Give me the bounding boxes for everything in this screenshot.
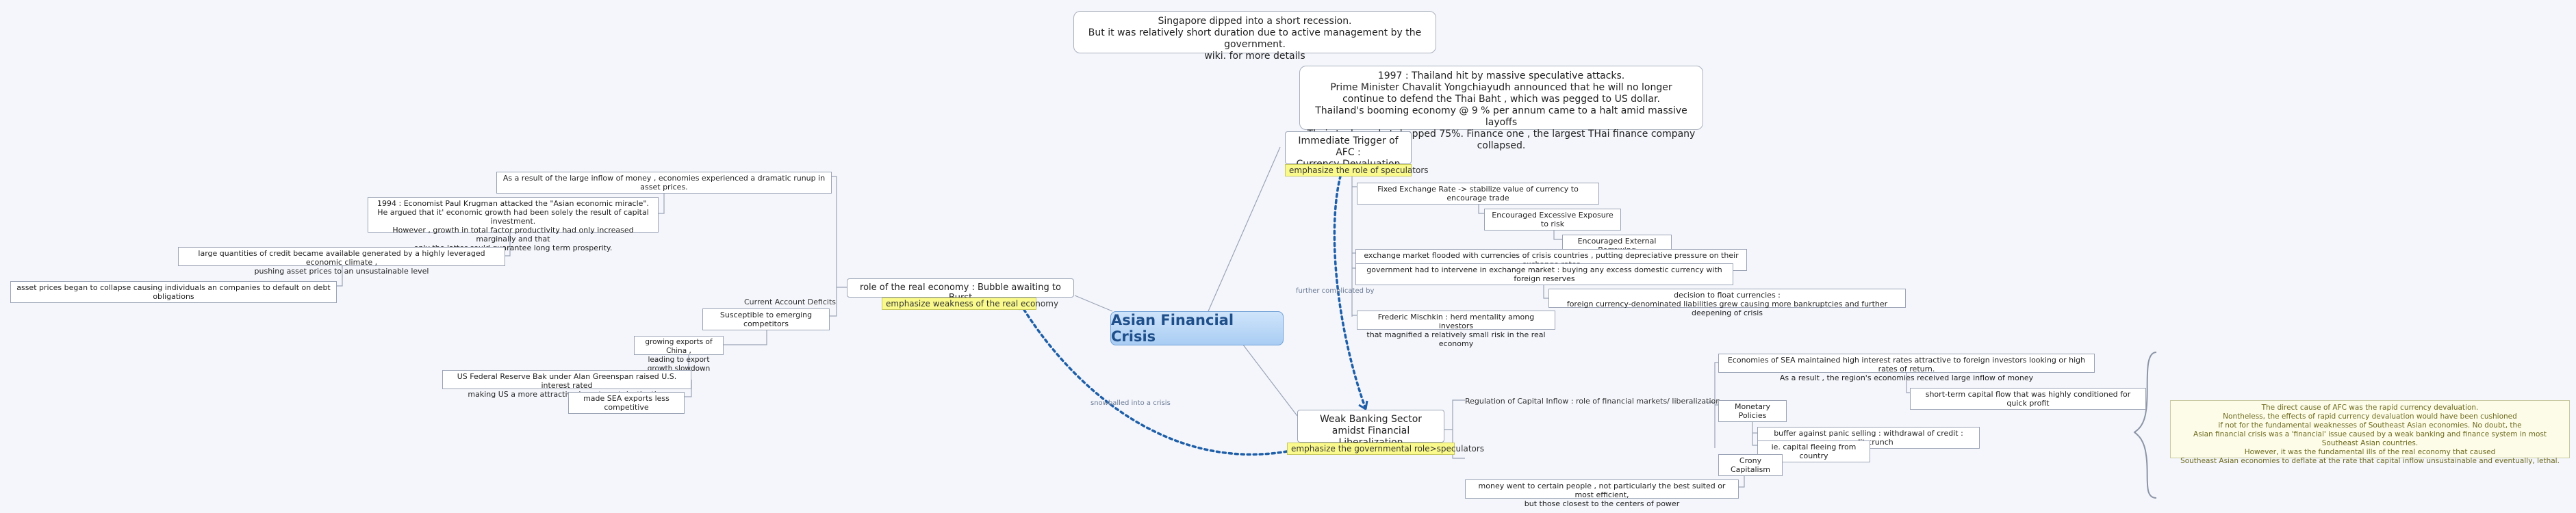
crony-node[interactable]: Crony Capitalism bbox=[1718, 454, 1783, 476]
central-title: Asian Financial Crisis bbox=[1111, 312, 1234, 345]
inflow-node[interactable]: As a result of the large inflow of money… bbox=[496, 172, 832, 194]
line-bubble-cad bbox=[830, 287, 837, 317]
relation-snowballed bbox=[1017, 300, 1288, 456]
relation-label-further: further complicated by bbox=[1296, 287, 1375, 295]
summary-note: The direct cause of AFC was the rapid cu… bbox=[2170, 400, 2570, 465]
monetary-policies-node[interactable]: Monetary Policies bbox=[1718, 400, 1787, 422]
fixed-rate-node[interactable]: Fixed Exchange Rate -> stabilize value o… bbox=[1357, 183, 1599, 205]
central-topic[interactable]: Asian Financial Crisis bbox=[1110, 311, 1284, 345]
singapore-note: Singapore dipped into a short recession.… bbox=[1073, 11, 1436, 62]
line-greenspan-sea bbox=[685, 380, 692, 397]
money-went-node[interactable]: money went to certain people , not parti… bbox=[1465, 479, 1739, 508]
intervene-node[interactable]: government had to intervene in exchange … bbox=[1355, 263, 1733, 285]
relation-label-snowballed: snowballed into a crisis bbox=[1091, 399, 1171, 407]
greenspan-node[interactable]: US Federal Reserve Bak under Alan Greens… bbox=[442, 370, 691, 399]
credit-node[interactable]: large quantities of credit became availa… bbox=[178, 247, 505, 276]
trigger-topic[interactable]: Immediate Trigger of AFC : Currency Deva… bbox=[1285, 131, 1412, 170]
susceptible-node[interactable]: Susceptible to emerging competitors bbox=[702, 308, 830, 330]
float-node[interactable]: decision to float currencies : foreign c… bbox=[1548, 289, 1906, 317]
summary-brace bbox=[2133, 352, 2157, 499]
line-interest-short bbox=[1906, 368, 1910, 393]
line-regulation-right bbox=[1706, 362, 1718, 448]
current-account-label: Current Account Deficits bbox=[744, 298, 837, 306]
china-node[interactable]: growing exports of China , leading to ex… bbox=[634, 336, 724, 373]
line-krugman-credit bbox=[505, 233, 511, 256]
trigger-tag: emphasize the role of speculators bbox=[1285, 164, 1429, 176]
bubble-topic[interactable]: role of the real economy : Bubble awaiti… bbox=[847, 278, 1074, 303]
banking-topic[interactable]: Weak Banking Sector amidst Financial Lib… bbox=[1297, 410, 1444, 448]
exposure-node[interactable]: Encouraged Excessive Exposure to risk bbox=[1484, 209, 1621, 231]
short-term-node[interactable]: short-term capital flow that was highly … bbox=[1910, 388, 2146, 410]
line-credit-collapse bbox=[337, 265, 343, 287]
bubble-tag: emphasize weakness of the real economy bbox=[882, 298, 1058, 310]
regulation-label: Regulation of Capital Inflow : role of f… bbox=[1465, 397, 1721, 406]
interest-node[interactable]: Economies of SEA maintained high interes… bbox=[1718, 354, 2095, 382]
krugman-node[interactable]: 1994 : Economist Paul Krugman attacked t… bbox=[368, 197, 659, 252]
line-bubble-left bbox=[832, 176, 847, 288]
line-banking-children bbox=[1444, 399, 1465, 459]
mishkin-node[interactable]: Frederic Mischkin : herd mentality among… bbox=[1357, 311, 1555, 348]
thailand-note: 1997 : Thailand hit by massive speculati… bbox=[1299, 66, 1703, 151]
collapse-node[interactable]: asset prices began to collapse causing i… bbox=[10, 281, 337, 303]
line-central-bubble bbox=[1074, 295, 1113, 312]
banking-tag: emphasize the governmental role>speculat… bbox=[1287, 443, 1484, 455]
arrow-further-end bbox=[1358, 400, 1368, 410]
line-central-trigger bbox=[1208, 146, 1281, 312]
sea-exports-node[interactable]: made SEA exports less competitive bbox=[568, 392, 685, 414]
line-trigger-children bbox=[1351, 157, 1357, 317]
